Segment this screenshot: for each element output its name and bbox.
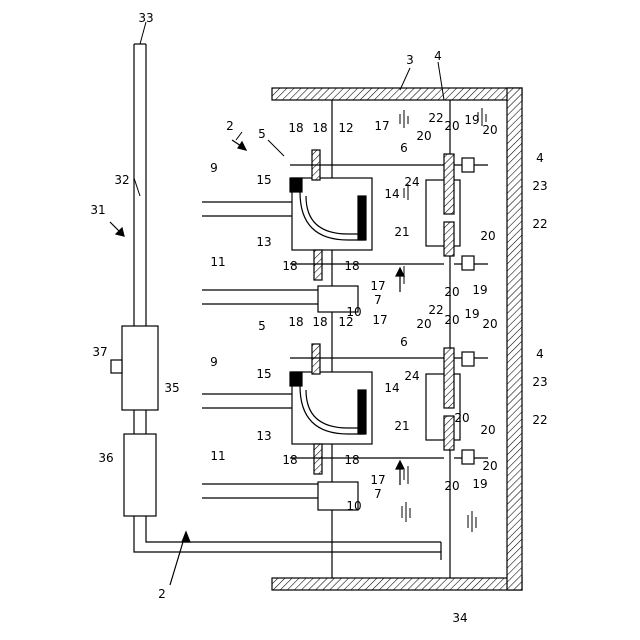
label-33: 33	[138, 11, 153, 25]
label-10-lower: 10	[346, 499, 361, 513]
label-21-upper: 21	[394, 225, 409, 239]
tank-bottom-wall	[272, 578, 522, 590]
label-3: 3	[406, 53, 414, 67]
label-22-4: 22	[532, 413, 547, 427]
label-13-upper: 13	[256, 235, 271, 249]
reference-labels: 33 32 31 37 35 36 2 34 3 4 2 5 18 18 12 …	[90, 11, 547, 625]
label-11-lower: 11	[210, 449, 225, 463]
device-35	[122, 326, 158, 410]
label-7-lower: 7	[374, 487, 382, 501]
label-18-6: 18	[312, 315, 327, 329]
label-18-7: 18	[282, 453, 297, 467]
label-17-lower-a: 17	[372, 313, 387, 327]
label-2-bottom: 2	[158, 587, 166, 601]
label-21-lower: 21	[394, 419, 409, 433]
plate-6-lower	[426, 374, 460, 440]
label-18-2: 18	[312, 121, 327, 135]
label-22-1: 22	[428, 111, 443, 125]
label-7-upper: 7	[374, 293, 382, 307]
supply-line	[111, 44, 441, 560]
label-18-5: 18	[288, 315, 303, 329]
nut-19-upper-b	[462, 256, 474, 270]
label-17-upper-a: 17	[374, 119, 389, 133]
label-18-8: 18	[344, 453, 359, 467]
label-4-mid2: 4	[536, 347, 544, 361]
label-22-3: 22	[428, 303, 443, 317]
label-14-upper: 14	[384, 187, 399, 201]
label-12-lower: 12	[338, 315, 353, 329]
device-36	[124, 434, 156, 516]
label-34: 34	[452, 611, 467, 625]
plate-6-upper	[426, 180, 460, 246]
label-22-2: 22	[532, 217, 547, 231]
label-12-upper: 12	[338, 121, 353, 135]
label-18-1: 18	[288, 121, 303, 135]
label-36: 36	[98, 451, 113, 465]
label-19-4: 19	[472, 477, 487, 491]
label-20-6: 20	[416, 317, 431, 331]
label-18-4: 18	[344, 259, 359, 273]
label-15-upper: 15	[256, 173, 271, 187]
label-19-1: 19	[464, 113, 479, 127]
label-20-12: 20	[482, 459, 497, 473]
label-31: 31	[90, 203, 105, 217]
label-11-upper: 11	[210, 255, 225, 269]
label-20-10: 20	[480, 423, 495, 437]
label-35: 35	[164, 381, 179, 395]
bolt-15-lower	[290, 372, 302, 386]
label-20-8: 20	[482, 317, 497, 331]
label-2-top: 2	[226, 119, 234, 133]
label-20-7: 20	[444, 313, 459, 327]
label-20-11: 20	[444, 479, 459, 493]
tank	[272, 88, 522, 590]
label-4-mid1: 4	[536, 151, 544, 165]
nut-19-upper-a	[462, 158, 474, 172]
leader-lines	[134, 22, 444, 196]
device-37	[111, 360, 122, 373]
label-20-5: 20	[444, 285, 459, 299]
label-24-lower: 24	[404, 369, 419, 383]
label-6-upper: 6	[400, 141, 408, 155]
tank-right-wall	[507, 88, 522, 590]
label-37: 37	[92, 345, 107, 359]
label-19-2: 19	[472, 283, 487, 297]
label-13-lower: 13	[256, 429, 271, 443]
label-5-lower: 5	[258, 319, 266, 333]
label-18-3: 18	[282, 259, 297, 273]
label-20-4: 20	[480, 229, 495, 243]
nut-19-lower-b	[462, 450, 474, 464]
label-17-lower-b: 17	[370, 473, 385, 487]
label-19-3: 19	[464, 307, 479, 321]
label-9-lower: 9	[210, 355, 218, 369]
label-32: 32	[114, 173, 129, 187]
label-17-upper-b: 17	[370, 279, 385, 293]
label-20-2: 20	[444, 119, 459, 133]
nut-19-lower-a	[462, 352, 474, 366]
label-20-9: 20	[454, 411, 469, 425]
label-23-lower: 23	[532, 375, 547, 389]
label-20-1: 20	[416, 129, 431, 143]
label-20-3: 20	[482, 123, 497, 137]
label-23-upper: 23	[532, 179, 547, 193]
label-9-upper: 9	[210, 161, 218, 175]
tank-top-wall	[272, 88, 522, 100]
label-6-lower: 6	[400, 335, 408, 349]
bolt-15-upper	[290, 178, 302, 192]
label-14-lower: 14	[384, 381, 399, 395]
label-15-lower: 15	[256, 367, 271, 381]
label-4-top: 4	[434, 49, 442, 63]
label-24-upper: 24	[404, 175, 419, 189]
label-5-upper: 5	[258, 127, 266, 141]
